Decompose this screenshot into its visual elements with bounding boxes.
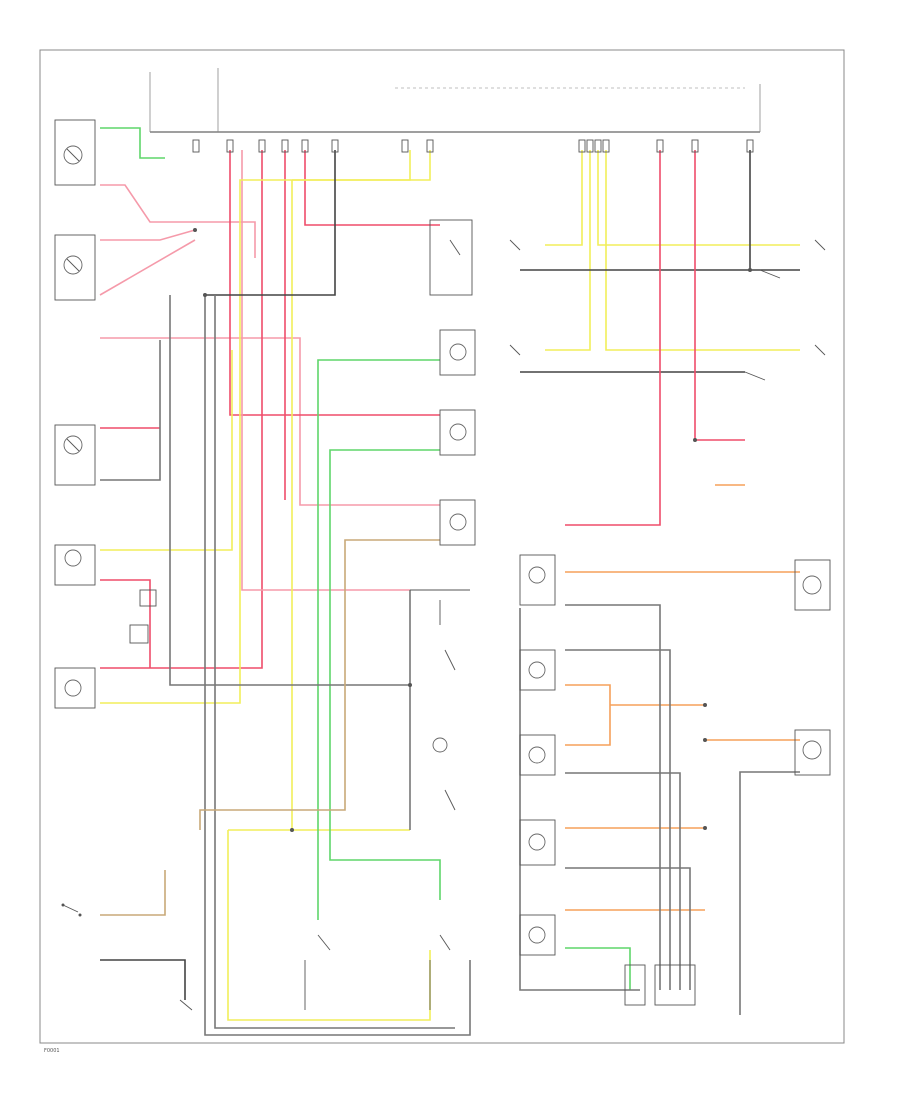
switch-icon bbox=[429, 219, 473, 296]
wire-yellow-1 bbox=[100, 350, 233, 551]
bulb-icon bbox=[54, 119, 96, 186]
wire-gray-right-4 bbox=[565, 867, 691, 990]
wire-yellow-bottom-loop bbox=[227, 829, 431, 1021]
wire-gray-right-5 bbox=[739, 771, 800, 1015]
wire-dark-1 bbox=[205, 150, 336, 296]
wire-pink-left-2 bbox=[100, 229, 196, 241]
wire-green-long bbox=[317, 359, 440, 920]
wire-yellow-3 bbox=[292, 150, 431, 181]
wire-yellow-right-1 bbox=[545, 150, 583, 246]
wire-pink-left-1 bbox=[100, 184, 256, 258]
wire-red-left-mid bbox=[100, 579, 151, 668]
wire-red-right-1 bbox=[565, 150, 661, 526]
wire-yellow-2 bbox=[100, 150, 411, 704]
bulb-icon bbox=[519, 649, 556, 691]
bulb-icon bbox=[794, 559, 831, 611]
wire-red-vertical-4 bbox=[304, 150, 440, 226]
wire-green-top-left bbox=[100, 127, 165, 159]
bulb-icon bbox=[519, 734, 556, 776]
splice-dots bbox=[193, 228, 752, 832]
wire-yellow-right-2 bbox=[545, 150, 591, 351]
wire-green-mid bbox=[329, 449, 441, 900]
wire-pink-left-3 bbox=[100, 337, 440, 506]
wire-dark-switch bbox=[100, 959, 186, 1000]
bulb-icon bbox=[794, 729, 831, 776]
footer-code: F0001 bbox=[44, 1048, 60, 1054]
bulb-icon bbox=[519, 554, 556, 606]
connector-icon bbox=[624, 964, 696, 1006]
wire-gray-3 bbox=[214, 295, 455, 1029]
switch-icon bbox=[61, 903, 193, 1011]
bulb-icon bbox=[519, 914, 556, 956]
fuse-connectors bbox=[192, 139, 754, 153]
wire-yellow-right-3 bbox=[597, 150, 800, 246]
bulb-icon bbox=[439, 499, 476, 546]
wire-red-right-2 bbox=[694, 150, 745, 441]
wire-pink-left-4 bbox=[99, 239, 196, 296]
wire-gray-right-1 bbox=[565, 604, 661, 990]
bulb-icon bbox=[54, 544, 96, 586]
bulb-icon bbox=[54, 234, 96, 301]
wire-gray-1 bbox=[169, 295, 410, 686]
wire-gray-2 bbox=[204, 295, 471, 1036]
switch-icon bbox=[509, 239, 826, 381]
wire-green-right bbox=[565, 947, 631, 990]
wire-red-vertical-2 bbox=[100, 150, 263, 669]
wire-gray-right-2 bbox=[565, 649, 671, 990]
switch-icon bbox=[304, 934, 451, 1010]
bulb-icon bbox=[439, 409, 476, 456]
bulb-icon bbox=[439, 329, 476, 376]
bulb-icon bbox=[519, 819, 556, 866]
wire-gray-5 bbox=[100, 340, 161, 481]
wire-orange-2 bbox=[565, 684, 611, 746]
wire-tan-2 bbox=[100, 870, 166, 916]
relay-icon bbox=[129, 589, 157, 644]
wire-tan-1 bbox=[199, 539, 440, 830]
switch-icon bbox=[410, 589, 470, 811]
diagram-frame bbox=[39, 49, 845, 1044]
bulb-icon bbox=[54, 424, 96, 486]
wire-pink-long-1 bbox=[241, 150, 410, 591]
wire-gray-right-3 bbox=[565, 772, 681, 990]
bulb-icon bbox=[54, 667, 96, 709]
wire-yellow-right-4 bbox=[605, 150, 800, 351]
wire-red-vertical-1 bbox=[229, 150, 440, 416]
